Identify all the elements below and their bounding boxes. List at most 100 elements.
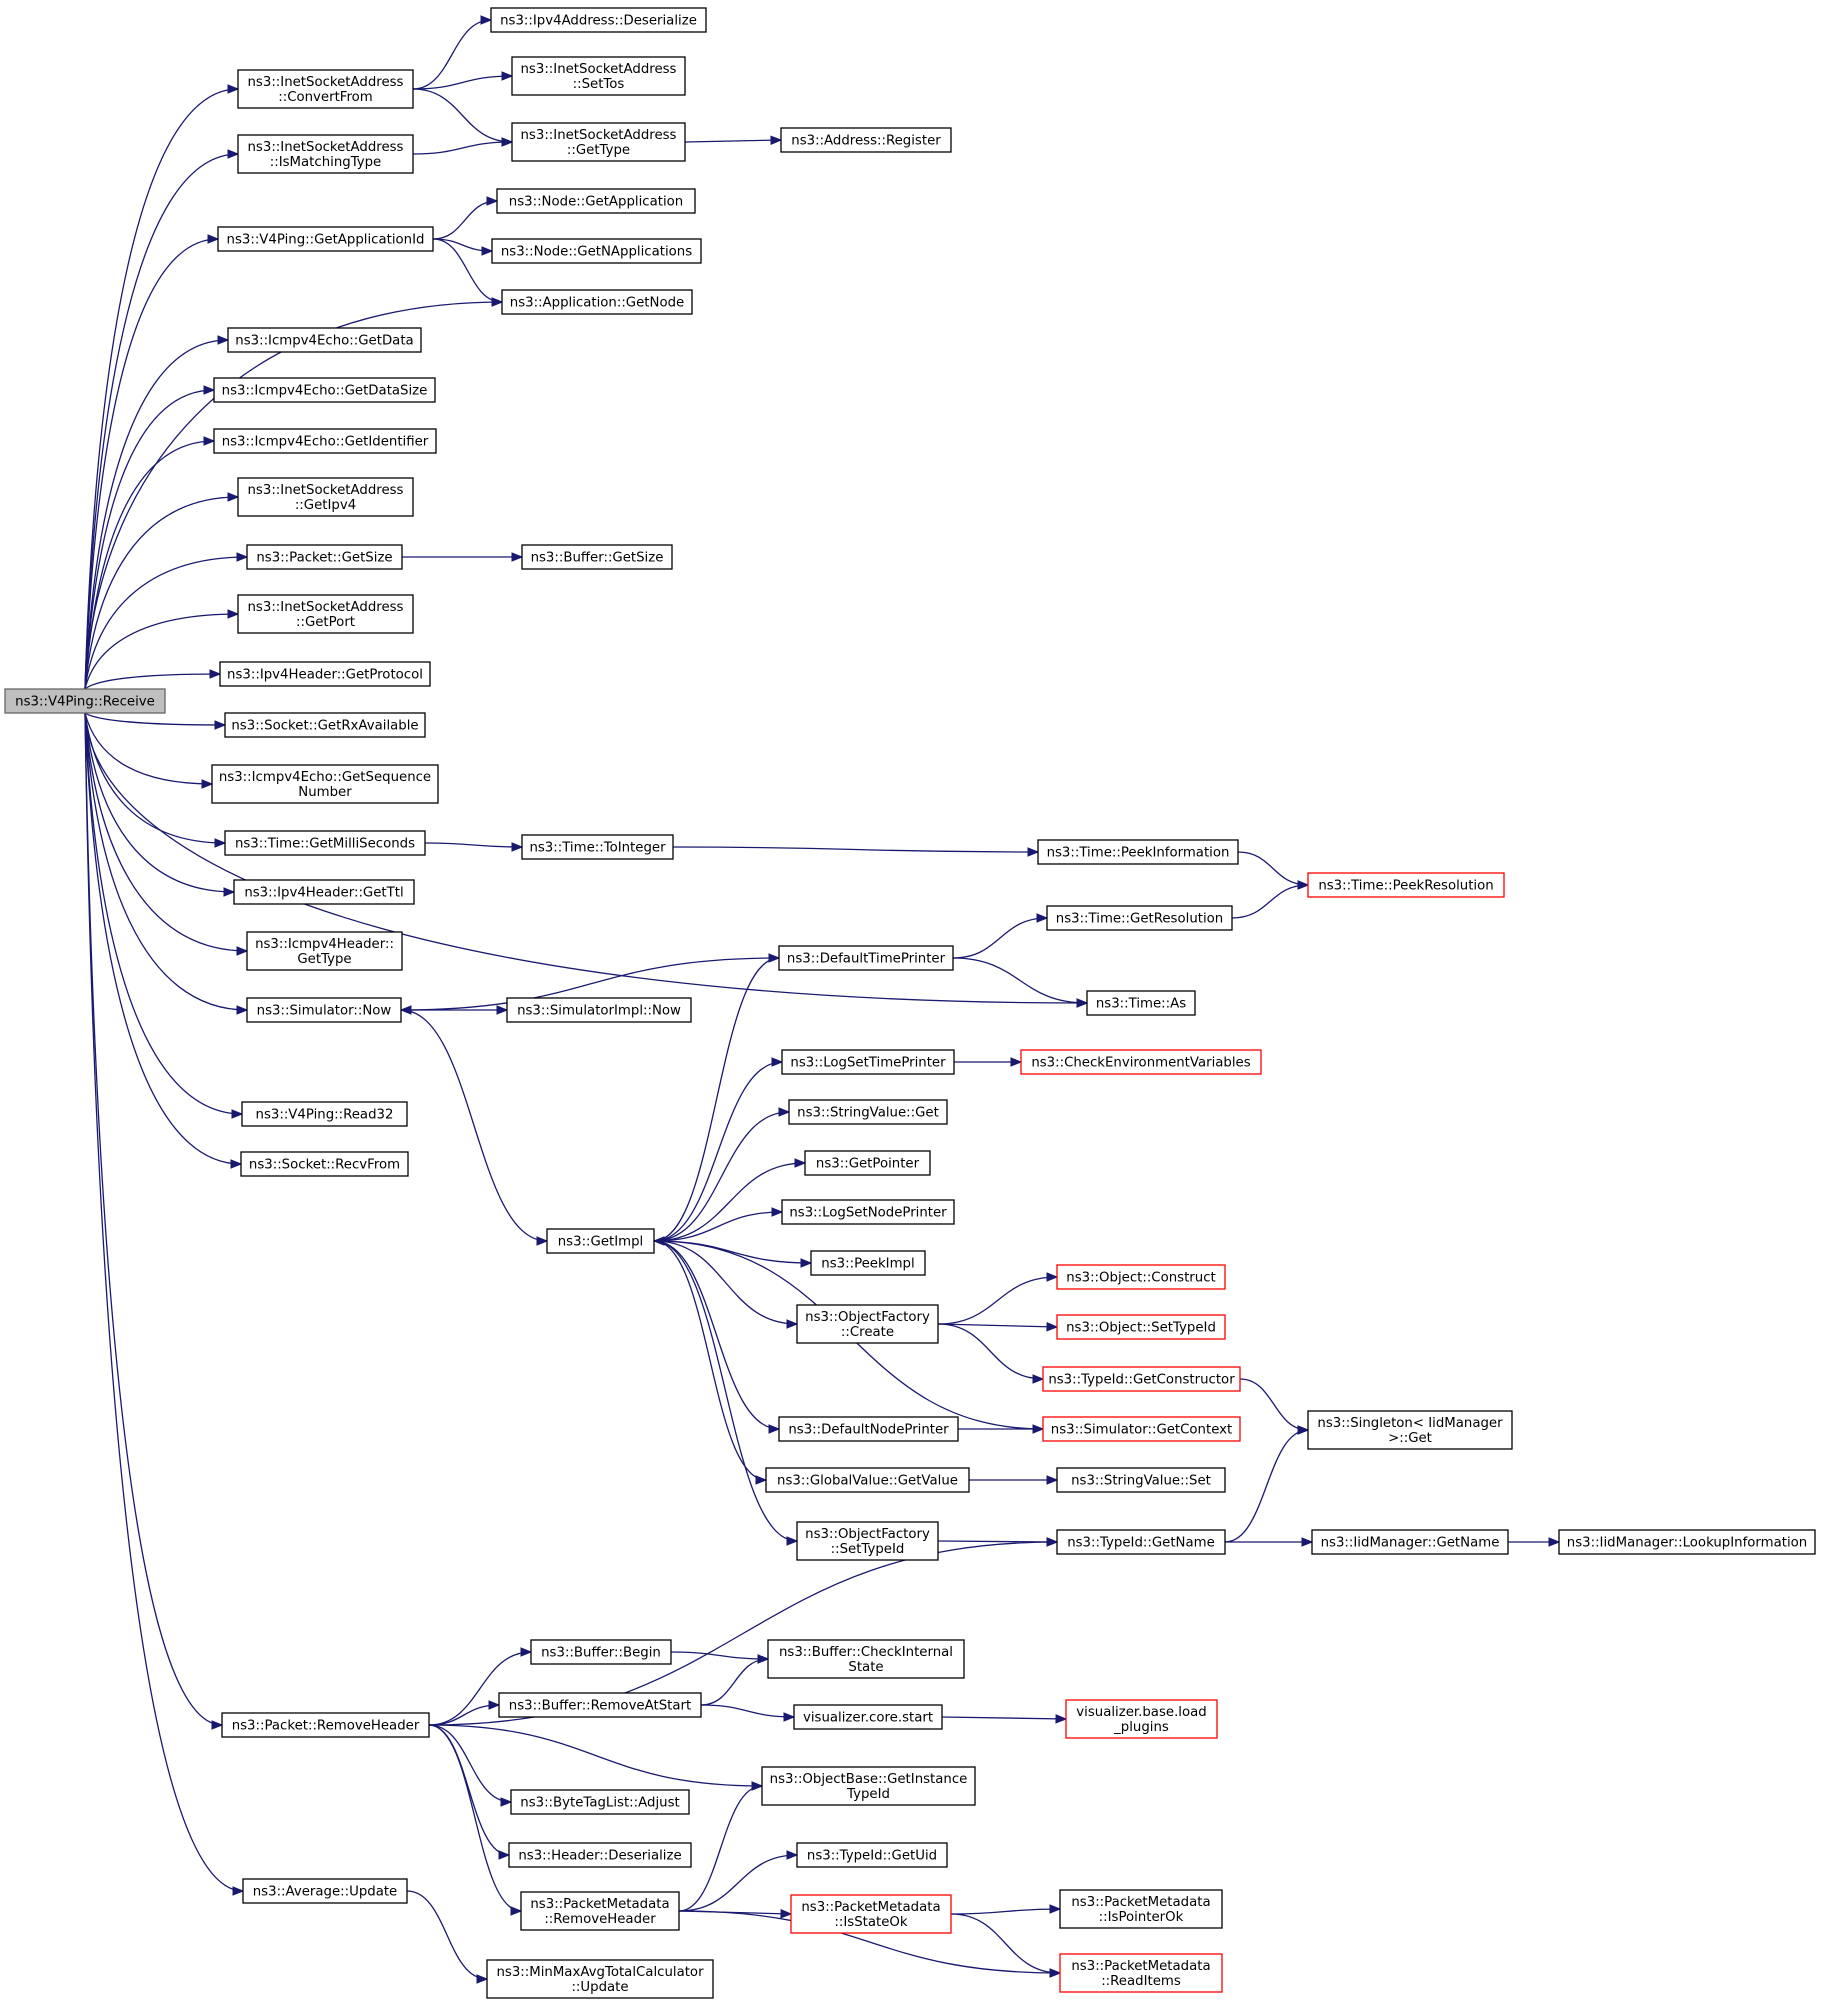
node-ipv4-deserialize[interactable]: ns3::Ipv4Address::Deserialize [490, 7, 707, 33]
node-label: ns3::Buffer::CheckInternal [779, 1645, 953, 1660]
node-box [227, 327, 422, 353]
node-checkenv[interactable]: ns3::CheckEnvironmentVariables [1020, 1049, 1262, 1075]
node-time-peekinfo[interactable]: ns3::Time::PeekInformation [1037, 839, 1239, 865]
node-icmp-getdata[interactable]: ns3::Icmpv4Echo::GetData [227, 327, 422, 353]
node-time-as[interactable]: ns3::Time::As [1086, 990, 1196, 1016]
node-objfactory-settypeid[interactable]: ns3::ObjectFactory::SetTypeId [796, 1521, 939, 1561]
node-isa-convertfrom[interactable]: ns3::InetSocketAddress::ConvertFrom [237, 69, 414, 109]
node-isa-getport[interactable]: ns3::InetSocketAddress::GetPort [237, 594, 414, 634]
node-minmax-update[interactable]: ns3::MinMaxAvgTotalCalculator::Update [486, 1959, 714, 1999]
node-pm-readitems[interactable]: ns3::PacketMetadata::ReadItems [1059, 1953, 1223, 1993]
edge-line [653, 1111, 790, 1242]
edge-arrowhead [227, 84, 240, 94]
node-viz-base-load[interactable]: visualizer.base.load_plugins [1065, 1699, 1218, 1739]
node-pm-ispointerok[interactable]: ns3::PacketMetadata::IsPointerOk [1059, 1889, 1223, 1929]
node-logsetnodeprinter[interactable]: ns3::LogSetNodePrinter [781, 1199, 955, 1225]
node-icmp-getdatasize[interactable]: ns3::Icmpv4Echo::GetDataSize [213, 377, 436, 403]
edge-arrowhead [794, 1158, 807, 1168]
node-receive[interactable]: ns3::V4Ping::Receive [4, 688, 166, 714]
node-label: ns3::TypeId::GetConstructor [1048, 1373, 1235, 1388]
node-sim-now[interactable]: ns3::Simulator::Now [246, 997, 402, 1023]
edge-arrowhead [751, 1781, 764, 1791]
node-node-getnapps[interactable]: ns3::Node::GetNApplications [491, 238, 702, 264]
node-objfactory-create[interactable]: ns3::ObjectFactory::Create [796, 1304, 939, 1344]
node-typeid-getctor[interactable]: ns3::TypeId::GetConstructor [1042, 1366, 1241, 1392]
node-globalval-getvalue[interactable]: ns3::GlobalValue::GetValue [765, 1467, 970, 1493]
node-getpointer[interactable]: ns3::GetPointer [804, 1150, 931, 1176]
node-box [521, 834, 674, 860]
edge-arrowhead [1036, 913, 1049, 923]
node-label: ns3::LogSetTimePrinter [790, 1056, 946, 1071]
node-label: ns3::Time::As [1096, 997, 1186, 1012]
node-pm-removeheader[interactable]: ns3::PacketMetadata::RemoveHeader [520, 1891, 680, 1931]
node-packet-removeheader[interactable]: ns3::Packet::RemoveHeader [221, 1712, 430, 1738]
node-isa-ismatching[interactable]: ns3::InetSocketAddress::IsMatchingType [237, 134, 414, 174]
node-box [240, 1151, 409, 1177]
node-defnodeprinter[interactable]: ns3::DefaultNodePrinter [778, 1416, 959, 1442]
node-typeid-getuid[interactable]: ns3::TypeId::GetUid [796, 1842, 948, 1868]
node-socket-getrx[interactable]: ns3::Socket::GetRxAvailable [224, 712, 426, 738]
node-isa-settos[interactable]: ns3::InetSocketAddress::SetTos [511, 56, 686, 96]
edge-receive-to-icmp-getident [84, 436, 216, 690]
node-header-deserialize[interactable]: ns3::Header::Deserialize [508, 1842, 692, 1868]
node-time-getres[interactable]: ns3::Time::GetResolution [1046, 905, 1233, 931]
node-ipv4h-getproto[interactable]: ns3::Ipv4Header::GetProtocol [219, 661, 431, 687]
edge-line [941, 1716, 1067, 1720]
node-time-peekres[interactable]: ns3::Time::PeekResolution [1307, 872, 1505, 898]
node-isa-gettype[interactable]: ns3::InetSocketAddress::GetType [511, 122, 686, 162]
edge-line [1237, 851, 1309, 886]
node-singleton-get[interactable]: ns3::Singleton< IidManager >::Get [1307, 1410, 1513, 1450]
edge-line [1231, 884, 1309, 919]
edge-arrowhead [500, 1797, 513, 1807]
node-buffer-removeatstart[interactable]: ns3::Buffer::RemoveAtStart [498, 1692, 702, 1718]
edge-line [84, 673, 221, 690]
node-icmp-getident[interactable]: ns3::Icmpv4Echo::GetIdentifier [213, 428, 437, 454]
node-typeid-getname[interactable]: ns3::TypeId::GetName [1056, 1529, 1226, 1555]
node-average-update[interactable]: ns3::Average::Update [242, 1878, 408, 1904]
edge-arrowhead [1076, 998, 1089, 1008]
node-v4ping-getappid[interactable]: ns3::V4Ping::GetApplicationId [217, 226, 434, 252]
node-iidmgr-getname[interactable]: ns3::IidManager::GetName [1311, 1529, 1509, 1555]
node-strval-set[interactable]: ns3::StringValue::Set [1056, 1467, 1226, 1493]
node-label: ns3::GlobalValue::GetValue [777, 1474, 958, 1489]
node-icmph-gettype[interactable]: ns3::Icmpv4Header::GetType [246, 931, 403, 971]
node-obj-construct[interactable]: ns3::Object::Construct [1056, 1264, 1226, 1290]
node-viz-core-start[interactable]: visualizer.core.start [793, 1704, 943, 1730]
node-v4ping-read32[interactable]: ns3::V4Ping::Read32 [241, 1101, 408, 1127]
edge-arrowhead [227, 492, 240, 502]
edge-line [84, 712, 242, 1165]
node-time-tointeger[interactable]: ns3::Time::ToInteger [521, 834, 674, 860]
node-getimpl[interactable]: ns3::GetImpl [546, 1228, 655, 1254]
node-packet-getsize[interactable]: ns3::Packet::GetSize [246, 544, 403, 570]
node-app-getnode[interactable]: ns3::Application::GetNode [501, 289, 693, 315]
edge-receive-to-ipv4h-getttl [84, 712, 236, 897]
node-buffer-getsize[interactable]: ns3::Buffer::GetSize [521, 544, 673, 570]
node-box [521, 544, 673, 570]
node-label: ns3::Singleton< IidManager [1317, 1416, 1503, 1431]
node-box [1056, 1264, 1226, 1290]
node-iidmgr-lookup[interactable]: ns3::IidManager::LookupInformation [1558, 1529, 1816, 1555]
node-peekimpl[interactable]: ns3::PeekImpl [810, 1250, 926, 1276]
node-node-getapp[interactable]: ns3::Node::GetApplication [496, 188, 696, 214]
node-logsettimeprinter[interactable]: ns3::LogSetTimePrinter [781, 1049, 955, 1075]
node-deftimeprinter[interactable]: ns3::DefaultTimePrinter [778, 945, 954, 971]
node-ipv4h-getttl[interactable]: ns3::Ipv4Header::GetTtl [233, 879, 415, 905]
node-isa-getipv4[interactable]: ns3::InetSocketAddress::GetIpv4 [237, 477, 414, 517]
node-buffer-begin[interactable]: ns3::Buffer::Begin [530, 1639, 672, 1665]
node-obj-settypeid[interactable]: ns3::Object::SetTypeId [1056, 1314, 1226, 1340]
node-time-getms[interactable]: ns3::Time::GetMilliSeconds [224, 830, 426, 856]
node-pm-isstateok[interactable]: ns3::PacketMetadata::IsStateOk [790, 1894, 952, 1934]
node-socket-recvfrom[interactable]: ns3::Socket::RecvFrom [240, 1151, 409, 1177]
node-bytetaglist-adjust[interactable]: ns3::ByteTagList::Adjust [510, 1789, 690, 1815]
edge-receive-to-average-update [84, 712, 245, 1896]
node-strval-get[interactable]: ns3::StringValue::Get [788, 1099, 948, 1125]
edge-arrowhead [771, 1207, 784, 1217]
node-addr-register[interactable]: ns3::Address::Register [780, 127, 952, 153]
node-sim-getcontext[interactable]: ns3::Simulator::GetContext [1042, 1416, 1241, 1442]
node-simimpl-now[interactable]: ns3::SimulatorImpl::Now [506, 997, 692, 1023]
node-box [246, 997, 402, 1023]
node-box [546, 1228, 655, 1254]
